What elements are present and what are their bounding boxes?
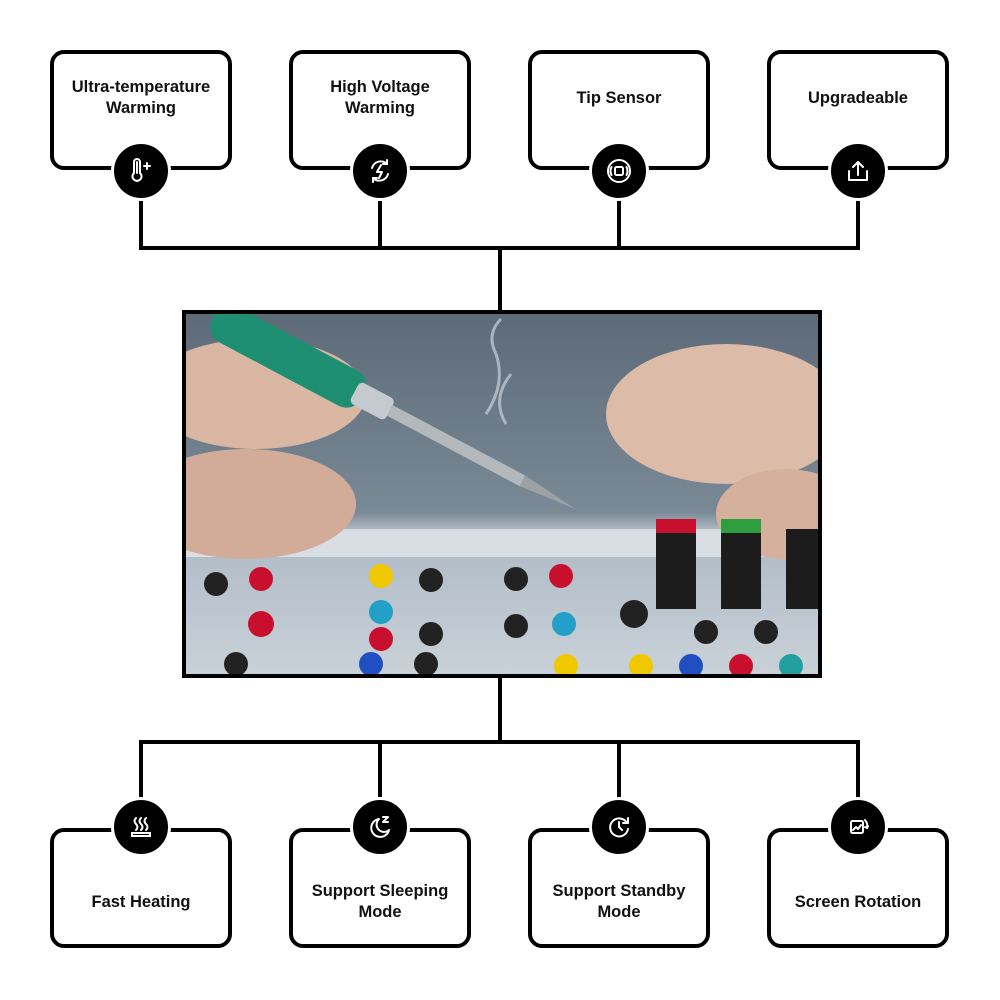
voltage-bolt-icon — [350, 141, 410, 201]
feature-label: Upgradeable — [808, 88, 908, 107]
upload-icon — [828, 141, 888, 201]
screen-rotation-icon — [828, 797, 888, 857]
feature-label: Tip Sensor — [576, 88, 662, 107]
feature-label: High Voltage Warming — [330, 78, 430, 117]
feature-label: Screen Rotation — [794, 892, 922, 911]
feature-label: Support Sleeping Mode — [311, 882, 449, 921]
feature-label: Fast Heating — [91, 892, 191, 911]
sensor-icon — [589, 141, 649, 201]
sleep-moon-icon — [350, 797, 410, 857]
heating-icon — [111, 797, 171, 857]
thermometer-plus-icon — [111, 141, 171, 201]
feature-label: Support Standby Mode — [552, 882, 686, 921]
standby-clock-icon — [589, 797, 649, 857]
soldering-photo — [182, 310, 822, 678]
feature-label: Ultra-temperature Warming — [71, 78, 211, 117]
